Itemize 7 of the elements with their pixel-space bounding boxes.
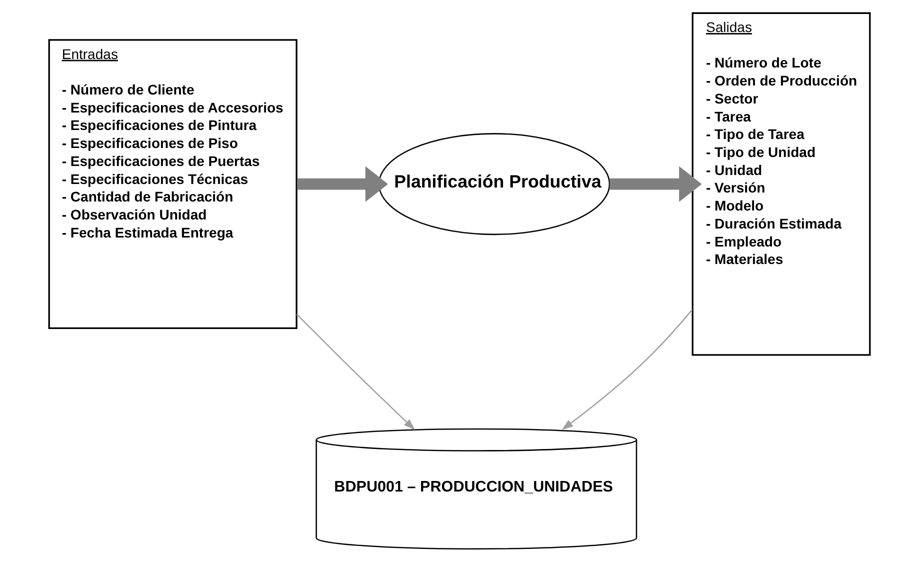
arrow [296,314,415,430]
arrow [296,166,388,202]
node-box: Entradas - Número de Cliente - Especificaciones de Accesorios - Especificaciones de Pintura - Especificaciones de Piso - Especificaciones de Puertas - Especificaciones Técnicas - Cantidad de Fabricación - Observación Unidad - Fecha Estimada Entrega [48,39,297,330]
node-box: Salidas - Número de Lote - Orden de Producción - Sector - Tarea - Tipo de Tarea - Tipo de Unidad - Unidad - Versión - Modelo - Duración Estimada - Empleado - Materiales [691,12,870,356]
arrow [609,166,702,202]
node-ellipse: Planificación Productiva [378,133,610,236]
arrow [561,309,692,430]
